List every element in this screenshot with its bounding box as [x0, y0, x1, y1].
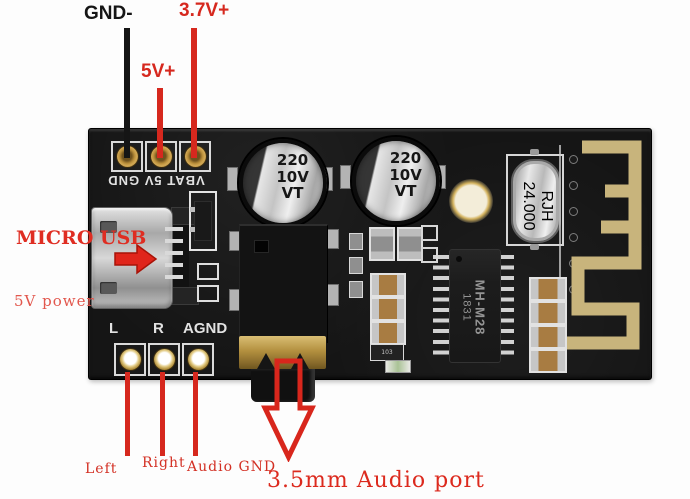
- audio-jack-barrel: [251, 369, 315, 402]
- silkscreen-divider-line: [559, 145, 561, 305]
- chip-pins-left: [433, 255, 450, 356]
- sot23-lead: [190, 207, 195, 212]
- capacitor2-voltage: 10V: [389, 165, 422, 184]
- usb-pin: [165, 263, 183, 267]
- via: [569, 233, 578, 242]
- usb-pin: [165, 251, 183, 255]
- sot23-lead: [190, 227, 195, 232]
- via: [569, 155, 578, 164]
- silkscreen-agnd-label: AGND: [183, 320, 228, 337]
- crystal-tab-top: [530, 149, 539, 155]
- wire-3v7-red: [191, 28, 197, 158]
- mounting-hole: [449, 179, 493, 223]
- audio-port-arrow-icon: [261, 358, 316, 462]
- chip-text: MH-M28 1831: [461, 258, 488, 358]
- smd-capacitor: [529, 325, 567, 349]
- smd-component: [397, 227, 423, 261]
- electrolytic-capacitor-2: 220 10V VT: [352, 137, 440, 225]
- usb-pointer-arrow-icon: [114, 243, 158, 275]
- silkscreen-right-label: R: [153, 320, 164, 337]
- wire-5v-red: [157, 88, 163, 158]
- smd-component: [369, 227, 395, 261]
- cap1-solder-pad: [227, 167, 238, 191]
- led: [385, 360, 411, 373]
- audio-jack-body: [239, 224, 328, 343]
- capacitor2-label: 220 10V VT: [378, 148, 432, 201]
- left-channel-label: Left: [85, 461, 118, 477]
- pad-right-hole: [153, 349, 175, 370]
- smd-component: [349, 281, 363, 298]
- capacitor1-value: 220: [276, 150, 309, 169]
- smd-capacitor: [529, 349, 567, 373]
- chip-model: MH-M28: [472, 279, 488, 336]
- capacitor2-series: VT: [394, 182, 417, 201]
- audio-pad-row: [114, 343, 214, 376]
- micro-usb-label: MICRO USB: [16, 227, 147, 249]
- via: [569, 181, 578, 190]
- pad-agnd: [182, 343, 214, 376]
- v5-label: 5V+: [141, 61, 176, 82]
- bluetooth-antenna-trace: [557, 140, 642, 350]
- smd-capacitor: [529, 301, 567, 325]
- gnd-label: GND-: [84, 3, 133, 24]
- v37-label: 3.7V+: [179, 0, 230, 21]
- usb-pin: [165, 239, 183, 243]
- via: [569, 207, 578, 216]
- right-channel-label: Right: [142, 455, 186, 471]
- chip-pin1-dot: [456, 256, 462, 262]
- capacitor1-label: 220 10V VT: [265, 150, 319, 203]
- usb-pin: [165, 227, 183, 231]
- silkscreen-box: [197, 263, 219, 280]
- silkscreen-box: [421, 247, 438, 263]
- capacitor1-voltage: 10V: [276, 167, 309, 186]
- silkscreen-box: [197, 285, 219, 302]
- crystal-tab-bottom: [530, 244, 539, 250]
- sot23-body: [194, 201, 212, 241]
- smd-capacitor: [370, 321, 406, 345]
- bluetooth-chip: MH-M28 1831: [449, 249, 501, 363]
- silkscreen-box: [421, 225, 438, 241]
- smd-resistor-103: 103: [370, 344, 404, 361]
- usb-weld-dimple-top: [100, 221, 117, 233]
- usb-pin: [165, 275, 183, 279]
- smd-capacitor: [370, 297, 406, 321]
- audio-port-label: 3.5mm Audio port: [267, 468, 485, 493]
- electrolytic-capacitor-1: 220 10V VT: [239, 139, 327, 227]
- smd-capacitor: [370, 273, 406, 297]
- smd-capacitor: [529, 277, 567, 301]
- lead-line-right: [160, 372, 165, 456]
- sot23-outline: [189, 191, 217, 251]
- pad-left-hole: [119, 349, 141, 370]
- audio-gnd-label: Audio GND: [187, 459, 277, 475]
- jack-notch: [254, 240, 269, 253]
- jack-band-notch: [257, 353, 275, 369]
- 5v-power-label: 5V power: [14, 292, 95, 310]
- smd-component: [349, 233, 363, 250]
- silkscreen-left-label: L: [109, 320, 119, 337]
- chip-datecode: 1831: [460, 293, 473, 322]
- wire-gnd-black: [124, 28, 130, 158]
- cap2-solder-pad: [340, 165, 351, 189]
- capacitor1-series: VT: [281, 184, 304, 203]
- pcb-board: VBAT 5V GND 220 10V: [88, 128, 652, 402]
- usb-weld-dimple-bottom: [100, 282, 117, 294]
- pad-agnd-hole: [187, 349, 209, 370]
- lead-line-left: [125, 372, 130, 456]
- pad-left: [114, 343, 146, 376]
- lead-line-agnd: [193, 372, 198, 456]
- smd-component: [349, 257, 363, 274]
- capacitor2-value: 220: [389, 148, 422, 167]
- chip-pins-right: [497, 255, 514, 356]
